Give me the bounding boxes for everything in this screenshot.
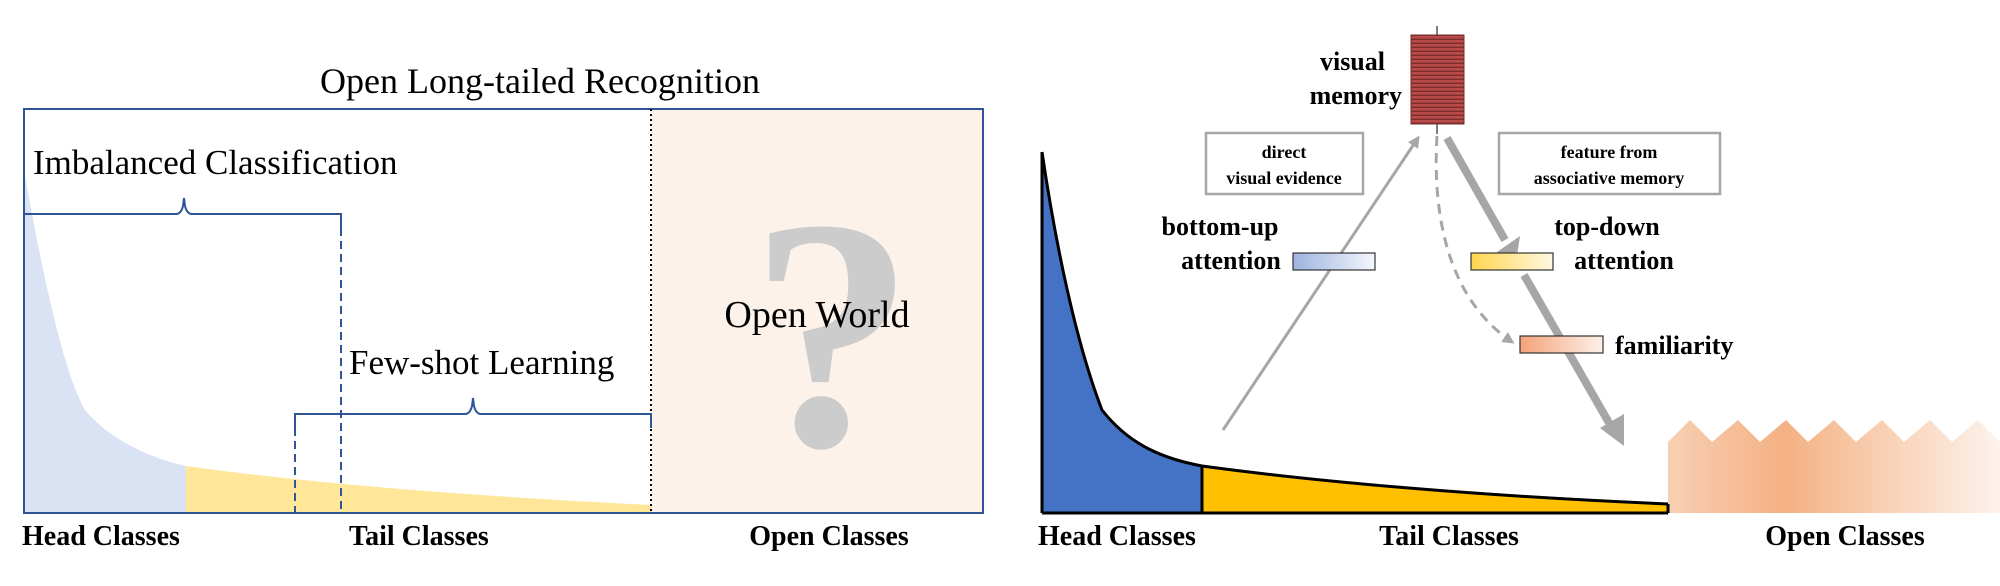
right-head-classes-label: Head Classes (1038, 521, 1196, 552)
visual-memory-label-1: visual (1320, 47, 1385, 76)
tail-distribution-area (186, 466, 651, 513)
visual-memory-label-2: memory (1310, 81, 1402, 110)
open-classes-region (1668, 420, 2000, 513)
left-open-classes-label: Open Classes (749, 521, 909, 552)
associative-memory-line-2: associative memory (1534, 168, 1684, 188)
fewshot-brace (294, 397, 652, 428)
top-down-attention-bar (1470, 252, 1554, 271)
left-panel: ? Open Long-tailed Recognition Imbalance… (22, 61, 984, 552)
direct-evidence-line-2: visual evidence (1226, 168, 1342, 188)
distribution-curve (1040, 151, 1669, 506)
open-world-region (651, 109, 983, 513)
direct-evidence-line-1: direct (1262, 142, 1307, 162)
top-down-label-2: attention (1574, 246, 1674, 275)
head-distribution-area (24, 170, 186, 513)
familiarity-bar (1519, 335, 1604, 354)
head-distribution-dark (1042, 152, 1202, 513)
left-tail-classes-label: Tail Classes (349, 521, 489, 552)
right-tail-classes-label: Tail Classes (1379, 521, 1519, 552)
bottom-up-attention-bar (1292, 252, 1376, 271)
familiarity-label: familiarity (1615, 331, 1733, 360)
right-panel: visual memory direct visual evidence fea… (1038, 26, 2000, 552)
top-down-arrowhead-lower (1600, 414, 1624, 446)
top-down-arrow-upper (1443, 136, 1509, 242)
familiarity-arrow (1434, 135, 1515, 344)
left-head-classes-label: Head Classes (22, 521, 180, 552)
direct-evidence-box (1204, 131, 1365, 196)
bottom-up-arrow (1221, 135, 1420, 431)
tail-distribution-dark (1202, 466, 1668, 513)
imbalanced-label: Imbalanced Classification (33, 143, 397, 182)
bottom-up-label-1: bottom-up (1161, 212, 1278, 241)
fewshot-label: Few-shot Learning (349, 343, 614, 382)
right-open-classes-label: Open Classes (1765, 521, 1925, 552)
visual-memory-icon (1410, 34, 1465, 125)
open-world-label: Open World (724, 294, 909, 336)
left-frame (23, 108, 984, 514)
question-mark-icon: ? (750, 152, 915, 517)
left-panel-title: Open Long-tailed Recognition (320, 61, 760, 101)
bottom-up-label-2: attention (1181, 246, 1281, 275)
imbalanced-brace (23, 197, 342, 228)
associative-memory-box (1497, 131, 1722, 196)
top-down-label-1: top-down (1554, 212, 1660, 241)
associative-memory-line-1: feature from (1561, 142, 1658, 162)
